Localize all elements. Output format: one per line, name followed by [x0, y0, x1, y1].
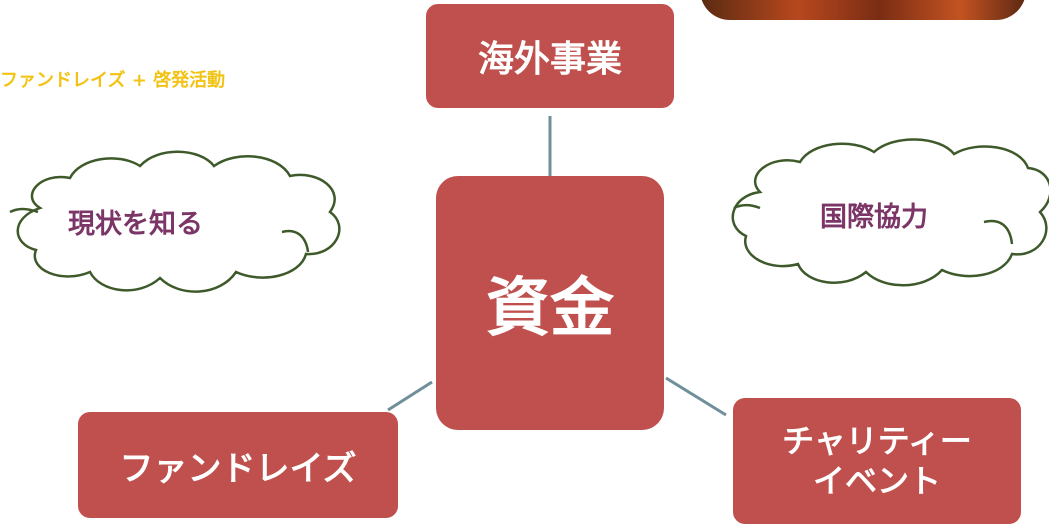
subtitle-text: ファンドレイズ + 啓発活動: [0, 70, 226, 91]
cloud-left-shape: [16, 150, 341, 293]
connector-bottom-right: [665, 376, 727, 417]
cloud-left-label: 現状を知る: [68, 209, 203, 240]
node-overseas-business: 海外事業: [426, 4, 674, 108]
connector-bottom-left: [387, 380, 433, 412]
cloud-right-shape: [731, 138, 1049, 287]
node-fundraise: ファンドレイズ: [78, 412, 398, 518]
photo-fragment: [700, 0, 1026, 20]
node-charity-event: チャリティー イベント: [733, 398, 1021, 524]
cloud-right-label: 国際協力: [820, 202, 928, 233]
node-center-funds: 資金: [436, 176, 664, 430]
